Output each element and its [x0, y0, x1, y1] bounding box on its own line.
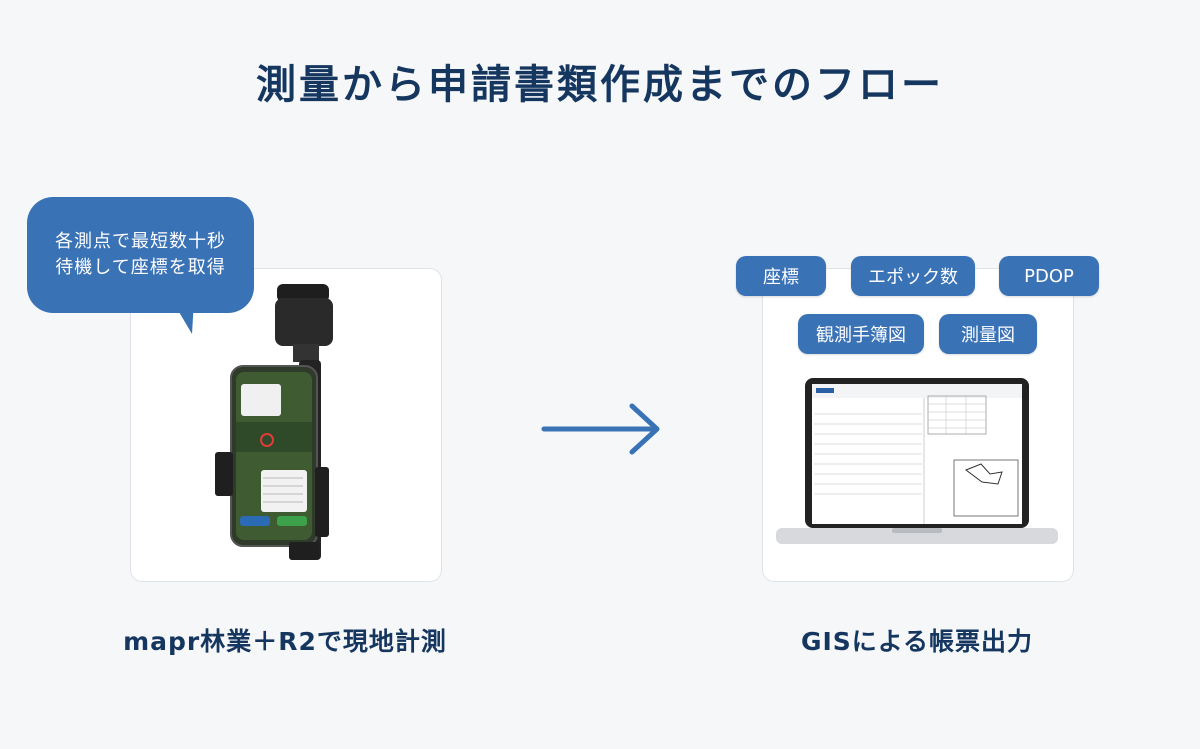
tag-epoch-count: エポック数 — [851, 256, 975, 296]
arrow-right-icon — [541, 403, 660, 455]
callout-tail — [172, 300, 194, 334]
tag-survey-map: 測量図 — [939, 314, 1037, 354]
callout-line-1: 各測点で最短数十秒 — [55, 231, 226, 252]
gis-output-caption: GISによる帳票出力 — [800, 627, 1034, 656]
tag-field-book-diagram: 観測手簿図 — [798, 314, 924, 354]
wait-time-callout: 各測点で最短数十秒 待機して座標を取得 — [27, 197, 254, 313]
gnss-smartphone-device-image — [215, 284, 333, 560]
field-survey-caption: mapr林業＋R2で現地計測 — [123, 627, 447, 656]
tag-coordinates: 座標 — [736, 256, 826, 296]
callout-line-2: 待機して座標を取得 — [55, 257, 226, 278]
page-title: 測量から申請書類作成までのフロー — [256, 62, 944, 108]
tag-pdop: PDOP — [999, 256, 1099, 296]
gis-laptop-image — [776, 378, 1058, 544]
